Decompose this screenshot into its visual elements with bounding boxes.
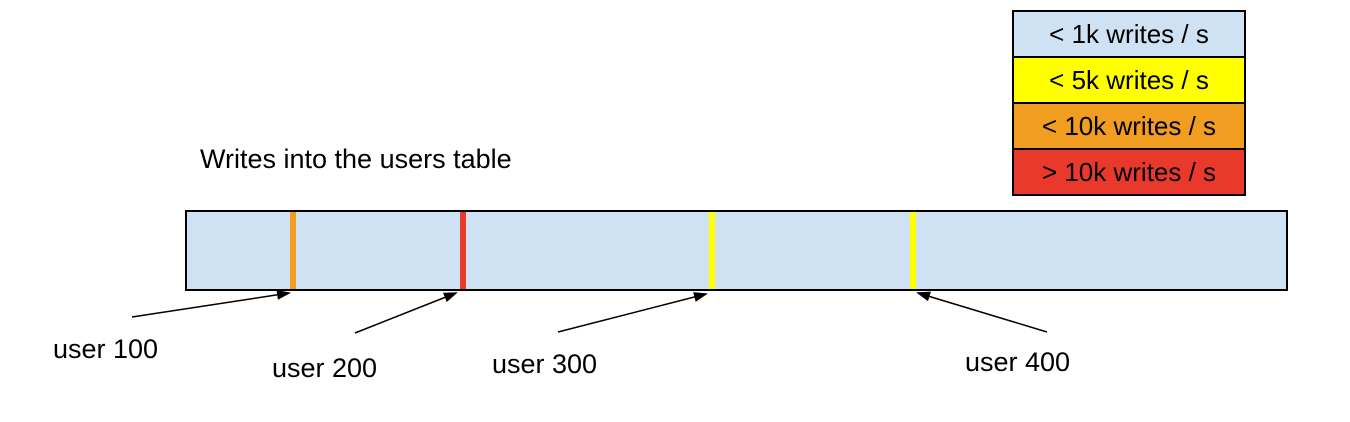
legend-row-gt-10k: > 10k writes / s: [1012, 148, 1246, 196]
legend-label-lt-10k: < 10k writes / s: [1041, 110, 1217, 141]
legend-row-lt-1k: < 1k writes / s: [1012, 10, 1246, 58]
legend-label-gt-10k: > 10k writes / s: [1041, 156, 1217, 187]
diagram-title: Writes into the users table: [200, 144, 512, 174]
user-100-label: user 100: [53, 334, 159, 364]
marker-user-400: [910, 212, 916, 289]
marker-user-100: [290, 212, 296, 289]
marker-user-200: [460, 212, 466, 289]
user-200-label: user 200: [272, 353, 378, 383]
user-400-label: user 400: [965, 347, 1071, 377]
marker-user-300: [709, 212, 715, 289]
user-300-label: user 300: [492, 349, 598, 379]
legend-row-lt-10k: < 10k writes / s: [1012, 102, 1246, 150]
arrow-user-300: [557, 292, 708, 333]
users-table-bar: [185, 210, 1288, 291]
legend-row-lt-5k: < 5k writes / s: [1012, 56, 1246, 104]
arrow-user-400: [916, 291, 1048, 333]
legend-label-lt-5k: < 5k writes / s: [1049, 64, 1209, 95]
arrow-user-200: [354, 292, 458, 334]
legend-label-lt-1k: < 1k writes / s: [1049, 18, 1209, 49]
legend: < 1k writes / s < 5k writes / s < 10k wr…: [1012, 10, 1246, 196]
arrow-user-100: [131, 289, 291, 318]
